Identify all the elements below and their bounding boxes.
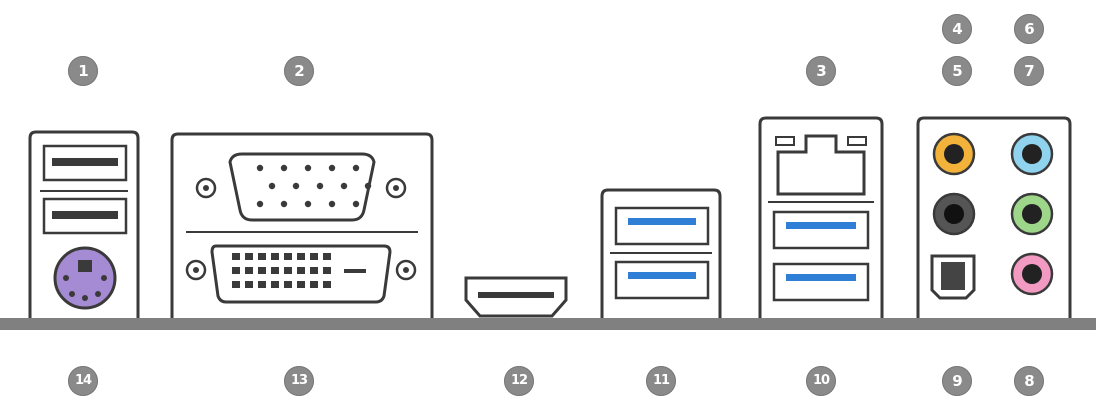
dvi-pin xyxy=(310,253,318,260)
vga-pin xyxy=(256,200,264,208)
callout-label-10: 10 xyxy=(806,366,836,396)
dvi-pin xyxy=(284,267,292,274)
callout-label-1: 1 xyxy=(68,56,98,86)
vga-pin xyxy=(352,200,360,208)
dvi-pin xyxy=(297,281,305,288)
dvi-pin xyxy=(271,281,279,288)
dvi-pin xyxy=(245,253,253,260)
rj45-lan-port xyxy=(776,134,866,196)
callout-label-3: 3 xyxy=(806,56,836,86)
vga-pin xyxy=(292,182,300,190)
vga-pin xyxy=(280,200,288,208)
callout-label-4: 4 xyxy=(942,14,972,44)
usb3-port-stack xyxy=(600,188,722,318)
dvi-pin xyxy=(258,253,266,260)
dvi-pin xyxy=(232,253,240,260)
vga-pin xyxy=(328,200,336,208)
callout-label-7: 7 xyxy=(1014,56,1044,86)
vga-port xyxy=(228,152,376,222)
panel-baseline xyxy=(0,318,1096,330)
vga-pin xyxy=(256,164,264,172)
dvi-pin xyxy=(323,267,331,274)
callout-label-12: 12 xyxy=(504,366,534,396)
callout-label-14: 14 xyxy=(68,366,98,396)
vga-pin xyxy=(352,164,360,172)
lan-usb3-port-block xyxy=(758,116,884,318)
callout-label-11: 11 xyxy=(646,366,676,396)
dvi-pin xyxy=(271,253,279,260)
dvi-pin xyxy=(297,267,305,274)
dvi-pin xyxy=(310,267,318,274)
vga-pin xyxy=(304,164,312,172)
dvi-pin xyxy=(323,253,331,260)
dvi-pin xyxy=(284,253,292,260)
dvi-pin xyxy=(271,267,279,274)
callout-label-6: 6 xyxy=(1014,14,1044,44)
dvi-pin xyxy=(284,281,292,288)
dvi-pin xyxy=(258,281,266,288)
dvi-pin xyxy=(258,267,266,274)
callout-label-8: 8 xyxy=(1014,366,1044,396)
dvi-pin xyxy=(310,281,318,288)
vga-pin xyxy=(268,182,276,190)
vga-pin xyxy=(364,182,372,190)
vga-dvi-port-block xyxy=(170,132,434,318)
callout-label-9: 9 xyxy=(942,366,972,396)
dvi-pin xyxy=(232,267,240,274)
dvi-pin xyxy=(323,281,331,288)
vga-pin xyxy=(304,200,312,208)
callout-label-13: 13 xyxy=(284,366,314,396)
dvi-pin xyxy=(232,281,240,288)
callout-label-5: 5 xyxy=(942,56,972,86)
dvi-pin xyxy=(245,267,253,274)
vga-pin xyxy=(280,164,288,172)
vga-pin xyxy=(328,164,336,172)
vga-pin xyxy=(340,182,348,190)
callout-label-2: 2 xyxy=(284,56,314,86)
audio-jack-block xyxy=(916,116,1072,318)
dvi-pin xyxy=(297,253,305,260)
dvi-pin xyxy=(245,281,253,288)
vga-pin xyxy=(316,182,324,190)
usb2-ps2-port-stack xyxy=(28,130,140,318)
